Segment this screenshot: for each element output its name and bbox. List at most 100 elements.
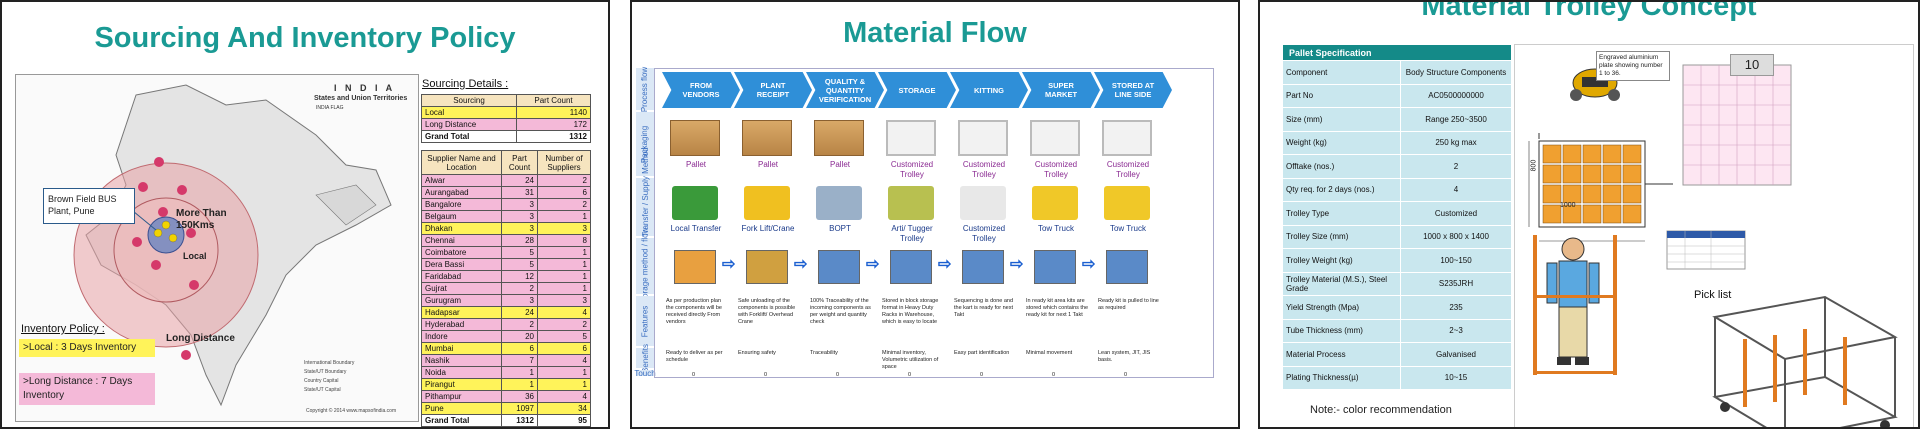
inventory-policy-title: Inventory Policy : bbox=[21, 323, 105, 335]
table-cell: 4 bbox=[537, 390, 591, 403]
table-cell: 12 bbox=[501, 270, 538, 283]
table-cell: Hyderabad bbox=[421, 318, 502, 331]
local-circle bbox=[147, 216, 185, 254]
spec-value: Galvanised bbox=[1400, 342, 1512, 367]
map-subcaption: States and Union Territories bbox=[314, 95, 408, 102]
storage-image bbox=[746, 250, 788, 284]
slide-sourcing-inventory[interactable]: Sourcing And Inventory Policy I N D I A … bbox=[0, 0, 610, 429]
row-label: Touch bbox=[634, 368, 656, 378]
transfer-vehicle-image bbox=[672, 186, 718, 220]
feature-text: As per production plan the components wi… bbox=[666, 298, 722, 325]
row-label-text: Storage method / flow bbox=[640, 227, 650, 305]
table-cell: 34 bbox=[537, 402, 591, 415]
table-cell: 3 bbox=[501, 198, 538, 211]
packaging-label: Pallet bbox=[829, 160, 850, 169]
map-legend: International Boundary State/UT Boundary… bbox=[304, 359, 354, 395]
spec-value: Range 250~3500 bbox=[1400, 107, 1512, 132]
slot-number-badge: 10 bbox=[1730, 54, 1774, 76]
flow-arrow-icon: ⇨ bbox=[938, 256, 952, 273]
storage-image bbox=[890, 250, 932, 284]
map-flag-caption: INDIA FLAG bbox=[316, 105, 344, 111]
slide-trolley-concept[interactable]: Material Trolley Concept Pallet Specific… bbox=[1258, 0, 1920, 429]
storage-image bbox=[1034, 250, 1076, 284]
row-label: Features bbox=[636, 296, 654, 346]
storage-image bbox=[818, 250, 860, 284]
bin-cell bbox=[1542, 204, 1562, 224]
table-cell: 4 bbox=[537, 354, 591, 367]
table-cell: 1 bbox=[501, 378, 538, 391]
table-cell: 20 bbox=[501, 330, 538, 343]
pallet-image bbox=[814, 120, 864, 156]
engraved-plate-caption: Engraved aluminium plate showing number … bbox=[1596, 51, 1670, 81]
bin-cell bbox=[1542, 184, 1562, 204]
transfer-vehicle-image bbox=[816, 186, 862, 220]
table-cell: Noida bbox=[421, 366, 502, 379]
table-row: Weight (kg)250 kg max bbox=[1282, 130, 1512, 155]
flow-arrow-icon: ⇨ bbox=[1010, 256, 1024, 273]
pick-list-label: Pick list bbox=[1694, 289, 1732, 301]
legend-item: State/UT Capital bbox=[304, 387, 341, 393]
touch-count: 0 bbox=[980, 372, 984, 378]
table-row: Plating Thickness(µ)10~15 bbox=[1282, 365, 1512, 390]
operator-figure bbox=[1533, 235, 1617, 375]
table-cell: 3 bbox=[501, 222, 538, 235]
process-stage: QUALITY & QUANTITY VERIFICATION bbox=[806, 72, 884, 108]
bin-cell bbox=[1602, 164, 1622, 184]
table-cell: 8 bbox=[537, 234, 591, 247]
table-cell: 1 bbox=[537, 366, 591, 379]
table-cell: 1 bbox=[537, 246, 591, 259]
bin-cell bbox=[1542, 144, 1562, 164]
long-distance-label: Long Distance bbox=[166, 333, 235, 344]
table-row: Offtake (nos.)2 bbox=[1282, 154, 1512, 179]
dim-depth: 800 bbox=[1530, 159, 1538, 172]
table-cell: 1 bbox=[537, 282, 591, 295]
spec-value: 235 bbox=[1400, 295, 1512, 320]
row-label: Mode of Transfer / Supply Method bbox=[636, 147, 654, 267]
table-cell: 4 bbox=[537, 306, 591, 319]
table-cell: Alwar bbox=[421, 174, 502, 187]
table-cell: 36 bbox=[501, 390, 538, 403]
table-cell: 95 bbox=[537, 414, 591, 427]
transfer-vehicle-image bbox=[744, 186, 790, 220]
trolley-image bbox=[1102, 120, 1152, 156]
pick-list-card bbox=[1666, 230, 1746, 270]
table-cell: 6 bbox=[537, 342, 591, 355]
spec-key: Trolley Weight (kg) bbox=[1282, 248, 1401, 273]
more-than-label: More Than 150Kms bbox=[176, 208, 227, 231]
transfer-vehicle-image bbox=[960, 186, 1006, 220]
bin-cell bbox=[1542, 164, 1562, 184]
spec-key: Qty req. for 2 days (nos.) bbox=[1282, 177, 1401, 202]
color-note: Note:- color recommendation bbox=[1310, 404, 1452, 416]
table-cell: Pithampur bbox=[421, 390, 502, 403]
transfer-mode-label: BOPT bbox=[829, 224, 851, 233]
table-cell: Grand Total bbox=[421, 414, 502, 427]
table-cell: 1 bbox=[537, 378, 591, 391]
benefit-text: Ready to deliver as per schedule bbox=[666, 350, 723, 363]
packaging-label: Pallet bbox=[685, 160, 706, 169]
map-caption: I N D I A bbox=[334, 83, 396, 93]
feature-text: Safe unloading of the components is poss… bbox=[738, 298, 796, 325]
benefit-text: Minimal inventory, Volumetric utilizatio… bbox=[882, 350, 939, 370]
row-label-text: Touch bbox=[634, 368, 656, 378]
table-cell: Belgaum bbox=[421, 210, 502, 223]
supplier-table: Supplier Name and Location Part Count Nu… bbox=[421, 150, 591, 427]
